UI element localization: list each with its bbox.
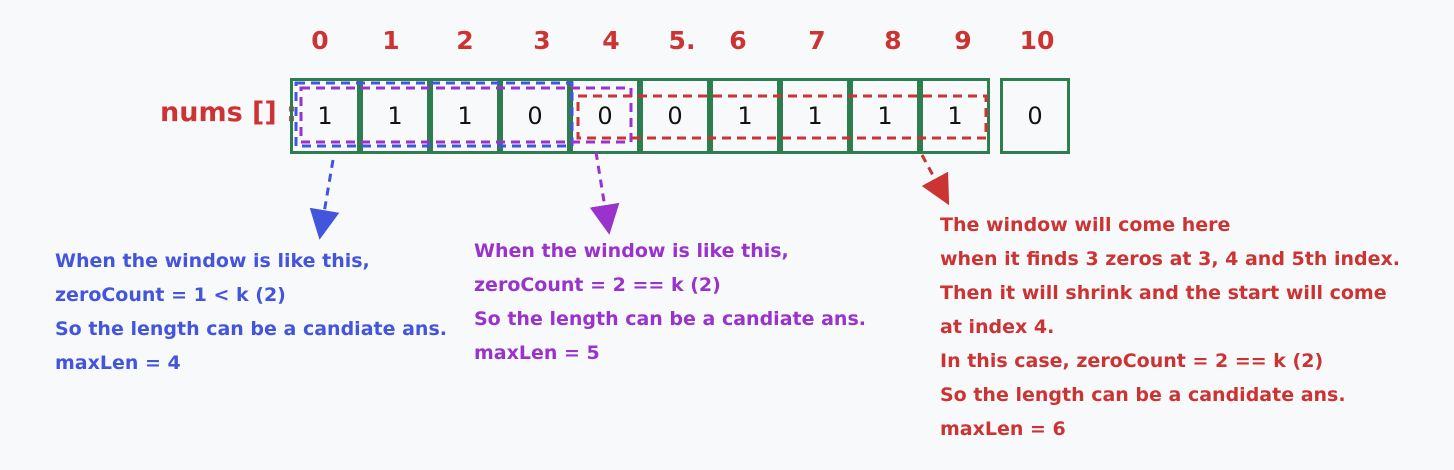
index-label: 1	[382, 26, 400, 55]
annotation-line: In this case, zeroCount = 2 == k (2)	[940, 350, 1324, 372]
array-cell: 0	[500, 78, 570, 154]
blue-window-box	[294, 81, 574, 148]
array-cell: 1	[850, 78, 920, 154]
purple-annotation: When the window is like this, zeroCount …	[474, 234, 866, 370]
index-label: 5.	[668, 26, 696, 55]
blue-arrow	[309, 159, 340, 240]
annotation-line: maxLen = 6	[940, 418, 1066, 440]
index-label: 0	[311, 26, 329, 55]
annotation-line: maxLen = 5	[474, 342, 600, 364]
red-annotation: The window will come here when it finds …	[940, 208, 1400, 446]
array-cell: 0	[640, 78, 710, 154]
annotation-line: at index 4.	[940, 316, 1055, 338]
annotation-line: When the window is like this,	[55, 250, 370, 272]
red-window-box	[576, 94, 988, 140]
index-label: 9	[954, 26, 972, 55]
annotation-line: when it finds 3 zeros at 3, 4 and 5th in…	[940, 248, 1400, 270]
purple-arrow	[589, 151, 620, 235]
annotation-line: When the window is like this,	[474, 240, 789, 262]
red-arrow	[920, 154, 950, 206]
array-cell: 1	[360, 78, 430, 154]
array-cell: 1	[710, 78, 780, 154]
annotation-line: So the length can be a candiate ans.	[474, 308, 866, 330]
annotation-line: maxLen = 4	[55, 352, 181, 374]
index-label: 4	[602, 26, 620, 55]
array-cell: 0	[1000, 78, 1070, 154]
annotation-line: The window will come here	[940, 214, 1231, 236]
index-label: 2	[456, 26, 474, 55]
array-cell: 1	[780, 78, 850, 154]
index-label: 7	[808, 26, 826, 55]
array-cell: 1	[290, 78, 360, 154]
annotation-line: Then it will shrink and the start will c…	[940, 282, 1387, 304]
index-label: 10	[1019, 26, 1055, 55]
annotation-line: So the length can be a candidate ans.	[940, 384, 1346, 406]
array-cell: 1	[430, 78, 500, 154]
array-label: nums [] :	[160, 97, 297, 128]
array-cell: 1	[920, 78, 990, 154]
annotation-line: So the length can be a candiate ans.	[55, 318, 447, 340]
index-label: 6	[729, 26, 747, 55]
index-label: 8	[884, 26, 902, 55]
annotation-line: zeroCount = 1 < k (2)	[55, 284, 286, 306]
blue-annotation: When the window is like this, zeroCount …	[55, 244, 447, 380]
purple-window-box	[299, 86, 633, 144]
index-label: 3	[533, 26, 551, 55]
annotation-line: zeroCount = 2 == k (2)	[474, 274, 721, 296]
